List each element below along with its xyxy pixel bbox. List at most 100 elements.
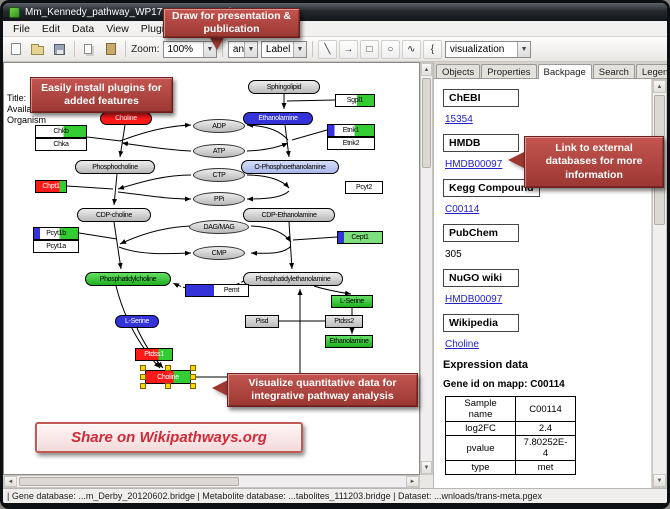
- datanode-tool-dropdown[interactable]: an ▼: [227, 40, 258, 58]
- node-l-serine[interactable]: L-Serine: [331, 295, 373, 308]
- line-tool[interactable]: ╲: [317, 39, 337, 59]
- node-sphingolipid[interactable]: Sphingolipid: [248, 80, 320, 94]
- node-phosphocholine[interactable]: Phosphocholine: [75, 160, 155, 174]
- selection-handle[interactable]: [165, 365, 171, 371]
- selection-handle[interactable]: [140, 374, 146, 380]
- backpage-link[interactable]: C00114: [445, 204, 480, 215]
- node-adp[interactable]: ADP: [193, 119, 245, 133]
- selection-handle[interactable]: [140, 383, 146, 389]
- node-choline[interactable]: Choline: [145, 370, 191, 384]
- node-choline[interactable]: Choline: [100, 112, 152, 125]
- label-tool-dropdown[interactable]: Label ▼: [260, 40, 307, 58]
- node-pcyt1b[interactable]: Pcyt1b: [33, 227, 79, 240]
- open-file-button[interactable]: [29, 39, 48, 59]
- node-l-serine[interactable]: L-Serine: [115, 315, 159, 328]
- scroll-down-icon[interactable]: ▼: [653, 474, 666, 487]
- node-chkb[interactable]: Chkb: [35, 125, 87, 138]
- scroll-thumb[interactable]: [422, 78, 431, 168]
- node-etnk2[interactable]: Etnk2: [327, 137, 375, 150]
- chevron-down-icon[interactable]: ▼: [517, 41, 531, 57]
- menu-item-edit[interactable]: Edit: [41, 22, 61, 35]
- tab-backpage[interactable]: Backpage: [537, 64, 592, 79]
- node-atp[interactable]: ATP: [193, 144, 245, 158]
- node-cmp[interactable]: CMP: [193, 246, 245, 260]
- copy-button[interactable]: [80, 39, 99, 59]
- scroll-thumb[interactable]: [19, 477, 239, 486]
- oval-tool[interactable]: ○: [380, 39, 400, 59]
- visualization-combobox[interactable]: visualization ▼: [444, 40, 532, 58]
- expression-table-cell: met: [515, 460, 576, 475]
- node-phosphatidylcholine[interactable]: Phosphatidylcholine: [85, 272, 171, 286]
- new-file-button[interactable]: [7, 39, 26, 59]
- menu-item-data[interactable]: Data: [72, 22, 95, 35]
- scroll-track[interactable]: [17, 476, 406, 487]
- node-cdp-ethanolamine[interactable]: CDP-Ethanolamine: [243, 208, 335, 222]
- callout-link: Link to external databases for more info…: [524, 136, 664, 188]
- menu-item-view[interactable]: View: [106, 22, 129, 35]
- node-ptdss1[interactable]: Ptdss1: [135, 348, 173, 361]
- node-pisd[interactable]: Pisd: [245, 315, 279, 328]
- chevron-down-icon[interactable]: ▼: [292, 41, 306, 57]
- node-phosphatidylethanolamine[interactable]: Phosphatidylethanolamine: [243, 272, 343, 286]
- node-ptdss2[interactable]: Ptdss2: [325, 315, 363, 328]
- node-pcyt1a[interactable]: Pcyt1a: [33, 240, 79, 253]
- zoom-value: 100%: [167, 43, 194, 55]
- tab-properties[interactable]: Properties: [481, 64, 537, 78]
- menu-item-file[interactable]: File: [13, 22, 30, 35]
- status-bar: | Gene database: ...m_Derby_20120602.bri…: [3, 488, 667, 503]
- scroll-left-icon[interactable]: ◄: [4, 476, 17, 487]
- node-dag-mag[interactable]: DAG/MAG: [189, 220, 249, 234]
- arrow-tool[interactable]: →: [338, 39, 358, 59]
- tab-search[interactable]: Search: [592, 64, 635, 78]
- selection-handle[interactable]: [190, 365, 196, 371]
- node-ppi[interactable]: PPi: [193, 192, 245, 206]
- selection-handle[interactable]: [165, 383, 171, 389]
- backpage-header-wikipedia: Wikipedia: [443, 314, 519, 332]
- node-pcyt2[interactable]: Pcyt2: [345, 181, 383, 194]
- node-chka[interactable]: Chka: [35, 138, 87, 151]
- menu-bar: FileEditDataViewPluginsHelp: [3, 21, 667, 37]
- rectangle-tool[interactable]: □: [359, 39, 379, 59]
- node-ethanolamine[interactable]: Ethanolamine: [243, 112, 313, 125]
- copy-icon: [84, 44, 93, 54]
- canvas-horizontal-scrollbar[interactable]: ◄ ►: [3, 475, 420, 488]
- scroll-up-icon[interactable]: ▲: [653, 80, 666, 93]
- save-icon: [54, 43, 66, 55]
- tab-objects[interactable]: Objects: [436, 64, 481, 78]
- save-button[interactable]: [50, 39, 69, 59]
- scroll-right-icon[interactable]: ►: [406, 476, 419, 487]
- node-pemt[interactable]: Pemt: [185, 284, 249, 297]
- node-chpt1[interactable]: Chpt1: [35, 180, 67, 193]
- chevron-down-icon[interactable]: ▼: [244, 41, 257, 57]
- curve-tool[interactable]: ∿: [401, 39, 421, 59]
- paste-button[interactable]: [102, 39, 121, 59]
- selection-handle[interactable]: [190, 383, 196, 389]
- node-cdp-choline[interactable]: CDP-choline: [77, 208, 151, 222]
- share-banner-text: Share on Wikipathways.org: [71, 429, 267, 446]
- node-etnk1[interactable]: Etnk1: [327, 124, 375, 137]
- selection-handle[interactable]: [190, 374, 196, 380]
- scroll-track[interactable]: [421, 76, 432, 461]
- backpage-header-pubchem: PubChem: [443, 224, 519, 242]
- node-o-phosphoethanolamine[interactable]: O-Phosphoethanolamine: [241, 160, 339, 174]
- tab-legend[interactable]: Legend: [635, 64, 667, 78]
- node-ctp[interactable]: CTP: [193, 168, 245, 182]
- selection-handle[interactable]: [140, 365, 146, 371]
- backpage-link[interactable]: 15354: [445, 114, 473, 125]
- title-bar[interactable]: Mm_Kennedy_pathway_WP1771_45176.gpml: [3, 3, 667, 21]
- backpage-link[interactable]: HMDB00097: [445, 159, 503, 170]
- scroll-down-icon[interactable]: ▼: [421, 461, 432, 474]
- brace-tool[interactable]: {: [422, 39, 442, 59]
- backpage-link[interactable]: Choline: [445, 339, 479, 350]
- scroll-up-icon[interactable]: ▲: [421, 63, 432, 76]
- datanode-tool-label: an: [232, 43, 245, 55]
- canvas-vertical-scrollbar[interactable]: ▲ ▼: [420, 62, 433, 475]
- node-ethanolamine[interactable]: Ethanolamine: [325, 335, 373, 348]
- backpage-link[interactable]: HMDB00097: [445, 294, 503, 305]
- node-cept1[interactable]: Cept1: [337, 231, 383, 244]
- node-sgpl1[interactable]: Sgpl1: [335, 94, 375, 107]
